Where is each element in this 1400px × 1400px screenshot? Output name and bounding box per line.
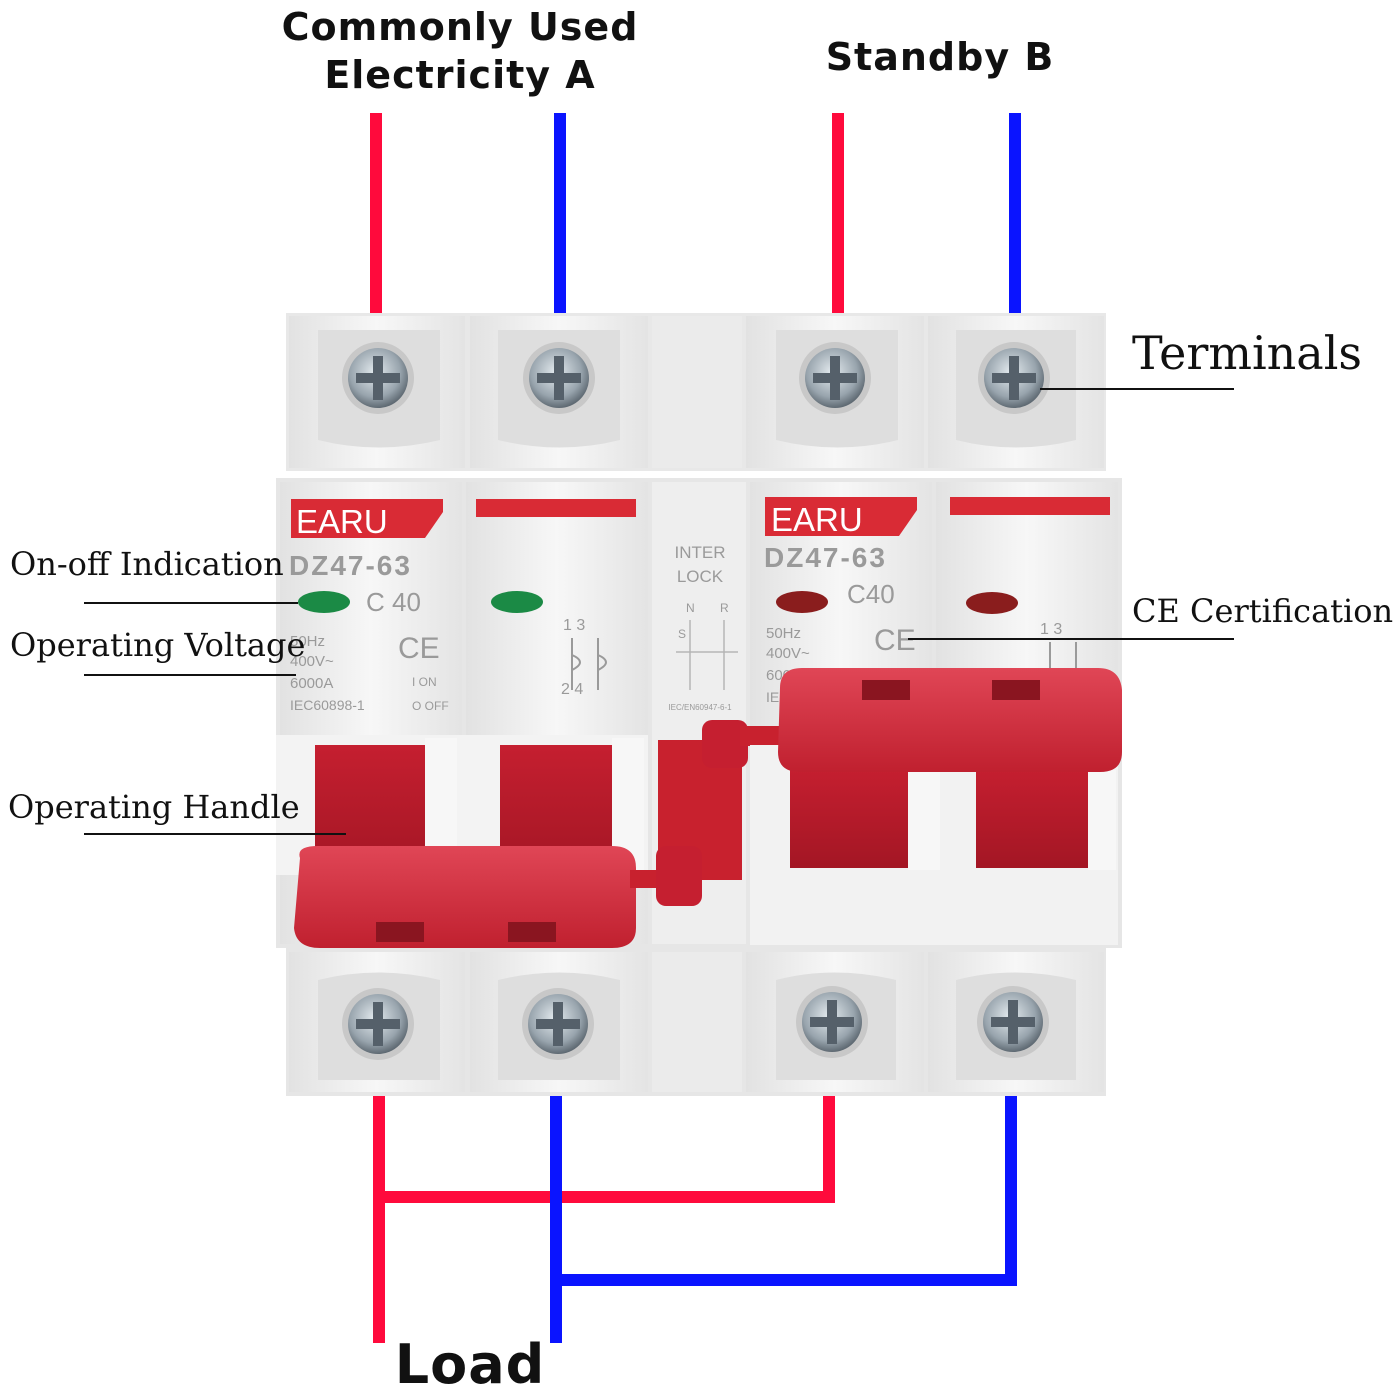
brand-stripe bbox=[476, 499, 636, 517]
top-screws bbox=[342, 342, 1050, 414]
off-label-a: O OFF bbox=[412, 699, 449, 713]
screw-icon bbox=[799, 342, 871, 414]
spec-voltage-b: 400V~ bbox=[766, 645, 810, 662]
operating-handle-b1[interactable] bbox=[790, 768, 908, 868]
interlock-symbol bbox=[676, 620, 738, 690]
interlock-knob-lower[interactable] bbox=[656, 846, 702, 906]
pole-terminals-top-a: 1 3 bbox=[563, 617, 585, 634]
spec-capacity-a: 6000A bbox=[290, 675, 333, 692]
spec-voltage-a: 400V~ bbox=[290, 653, 334, 670]
ce-mark-a: CE bbox=[398, 632, 440, 665]
callout-operating-handle-leader bbox=[84, 833, 346, 835]
handle-slot bbox=[376, 922, 424, 942]
on-label-a: I ON bbox=[412, 675, 437, 689]
breaker-a-label-panel: EARU DZ47-63 C 40 50Hz 400V~ 6000A IEC60… bbox=[289, 499, 636, 713]
top-terminal-interlock bbox=[652, 316, 742, 468]
brand-stripe bbox=[950, 497, 1110, 515]
on-off-indicator-b bbox=[776, 591, 828, 613]
screw-icon bbox=[523, 342, 595, 414]
source-a-title: Commonly Used Electricity A bbox=[220, 4, 700, 99]
interlock-arm-upper[interactable] bbox=[740, 726, 784, 746]
on-off-indicator-a2 bbox=[491, 591, 543, 613]
screw-icon bbox=[342, 988, 414, 1060]
pole-terminals-bottom-a: 2 4 bbox=[561, 681, 583, 698]
interlock-r-label: R bbox=[720, 601, 729, 615]
screw-icon bbox=[796, 986, 868, 1058]
callout-on-off-indication: On-off Indication bbox=[10, 545, 284, 583]
source-a-title-line2: Electricity A bbox=[324, 52, 596, 97]
interlock-label-panel: INTER LOCK N R S IEC/EN60947-6-1 bbox=[668, 543, 738, 712]
rating-label-b: C40 bbox=[847, 579, 895, 609]
callout-ce-certification: CE Certification bbox=[1132, 592, 1394, 630]
screw-icon bbox=[977, 986, 1049, 1058]
handle-slot bbox=[992, 680, 1040, 700]
model-label-a: DZ47-63 bbox=[289, 550, 412, 581]
interlock-mechanism bbox=[630, 720, 784, 906]
breaker-b-handle-assembly bbox=[750, 668, 1122, 945]
brand-badge bbox=[765, 497, 917, 536]
interlock-label-line1: INTER bbox=[675, 543, 726, 562]
callout-on-off-indication-leader bbox=[84, 602, 298, 604]
source-b-title: Standby B bbox=[825, 35, 1055, 79]
circuit-symbol-a bbox=[571, 638, 607, 690]
ce-mark-b: CE bbox=[874, 624, 916, 657]
on-off-indicator-b2 bbox=[966, 592, 1018, 614]
callout-operating-handle: Operating Handle bbox=[8, 788, 300, 826]
rating-label-a: C 40 bbox=[366, 587, 421, 617]
load-title: Load bbox=[394, 1333, 546, 1396]
callout-operating-voltage-leader bbox=[84, 674, 296, 676]
callout-terminals: Terminals bbox=[1132, 326, 1363, 380]
handle-slot bbox=[508, 922, 556, 942]
spec-standard-a: IEC60898-1 bbox=[290, 697, 365, 713]
spec-frequency-b: 50Hz bbox=[766, 625, 801, 642]
screw-icon bbox=[978, 342, 1050, 414]
on-off-indicator-a bbox=[298, 591, 350, 613]
brand-logo-b: EARU bbox=[771, 501, 863, 538]
spec-frequency-a: 50Hz bbox=[290, 633, 325, 650]
source-a-title-line1: Commonly Used bbox=[281, 5, 639, 49]
handle-tie-bar-a[interactable] bbox=[294, 846, 636, 948]
callout-terminals-leader bbox=[1040, 388, 1234, 390]
wiring bbox=[370, 113, 1021, 1343]
handle-tie-bar-b[interactable] bbox=[778, 668, 1122, 772]
interlock-s-label: S bbox=[678, 627, 686, 641]
callout-ce-certification-leader bbox=[908, 638, 1234, 640]
brand-badge bbox=[291, 499, 443, 538]
b-live-to-load-wire bbox=[379, 1092, 835, 1203]
interlock-label-line2: LOCK bbox=[677, 567, 724, 586]
bottom-screws bbox=[342, 986, 1049, 1060]
interlock-knob-upper[interactable] bbox=[702, 720, 748, 768]
screw-icon bbox=[342, 342, 414, 414]
screw-icon bbox=[522, 988, 594, 1060]
pole-terminals-top-b: 1 3 bbox=[1040, 621, 1062, 638]
interlock-n-label: N bbox=[686, 601, 695, 615]
spec-standard-b: IE bbox=[766, 689, 779, 705]
b-neutral-to-load-wire bbox=[556, 1092, 1017, 1286]
brand-logo-a: EARU bbox=[296, 503, 388, 540]
callout-operating-voltage: Operating Voltage bbox=[10, 626, 306, 664]
interlock-standard: IEC/EN60947-6-1 bbox=[668, 703, 732, 712]
model-label-b: DZ47-63 bbox=[764, 542, 887, 573]
bottom-terminal-interlock bbox=[652, 952, 742, 1092]
circuit-symbol-b bbox=[1049, 642, 1077, 670]
breaker-b-label-panel: EARU DZ47-63 C40 50Hz 400V~ 6000 IE CE 1… bbox=[764, 497, 1110, 705]
operating-handle-b2[interactable] bbox=[976, 768, 1088, 868]
handle-slot bbox=[862, 680, 910, 700]
breaker-a-handle-assembly bbox=[276, 735, 648, 948]
